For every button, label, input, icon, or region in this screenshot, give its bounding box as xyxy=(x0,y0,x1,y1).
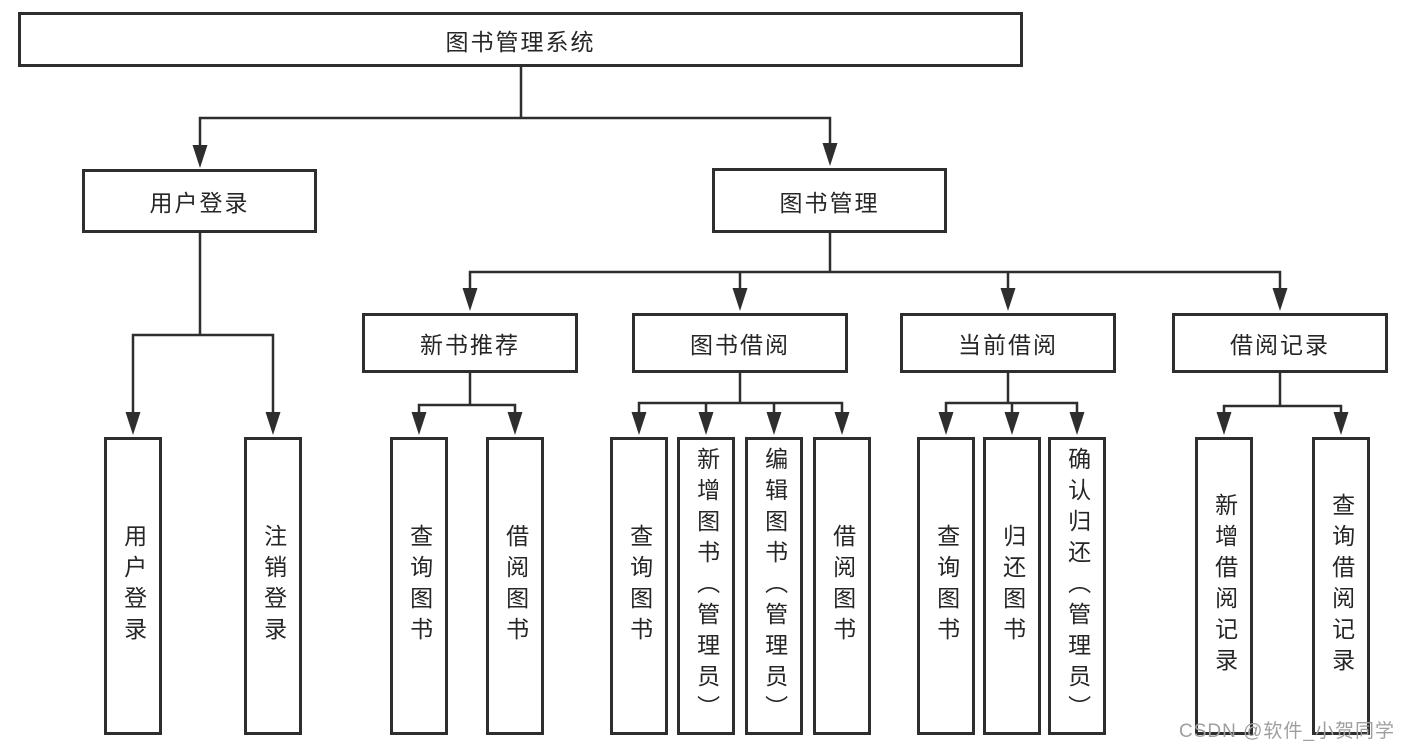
leaf-add-borrow-record: 新增借阅记录 xyxy=(1195,437,1253,735)
node-book-borrow: 图书借阅 xyxy=(632,313,848,373)
arrowhead-icons xyxy=(125,143,1349,435)
node-book-management-label: 图书管理 xyxy=(779,189,880,216)
leaf-user-login: 用户登录 xyxy=(104,437,162,735)
leaf-query-borrow-record-label: 查询借阅记录 xyxy=(1328,493,1355,679)
leaf-logout-label: 注销登录 xyxy=(260,524,287,648)
node-current-borrow-label: 当前借阅 xyxy=(958,332,1058,358)
node-root-label: 图书管理系统 xyxy=(445,28,596,55)
csdn-watermark: CSDN @软件_小贺同学 xyxy=(1179,721,1395,742)
leaf-add-book-admin: 新增图书（管理员） xyxy=(677,437,735,735)
node-borrow-records: 借阅记录 xyxy=(1172,313,1388,373)
leaf-query-book-recommend-label: 查询图书 xyxy=(406,524,433,648)
leaf-query-borrow-record: 查询借阅记录 xyxy=(1312,437,1370,735)
leaf-query-book-borrow: 查询图书 xyxy=(610,437,668,735)
node-book-management: 图书管理 xyxy=(712,168,947,233)
leaf-edit-book-admin: 编辑图书（管理员） xyxy=(745,437,803,735)
node-current-borrow: 当前借阅 xyxy=(900,313,1116,373)
leaf-borrow-book-recommend: 借阅图书 xyxy=(486,437,544,735)
leaf-query-book-current: 查询图书 xyxy=(917,437,975,735)
connector-stems xyxy=(131,65,1343,419)
leaf-borrow-book-label: 借阅图书 xyxy=(829,524,856,648)
leaf-add-borrow-record-label: 新增借阅记录 xyxy=(1211,493,1238,679)
leaf-confirm-return-admin-label: 确认归还（管理员） xyxy=(1064,446,1091,726)
leaf-edit-book-admin-label: 编辑图书（管理员） xyxy=(761,446,788,726)
leaf-borrow-book-recommend-label: 借阅图书 xyxy=(502,524,529,648)
leaf-query-book-recommend: 查询图书 xyxy=(390,437,448,735)
leaf-return-book: 归还图书 xyxy=(983,437,1041,735)
node-book-borrow-label: 图书借阅 xyxy=(690,332,790,358)
leaf-query-book-borrow-label: 查询图书 xyxy=(626,524,653,648)
node-borrow-records-label: 借阅记录 xyxy=(1230,332,1330,358)
leaf-add-book-admin-label: 新增图书（管理员） xyxy=(693,446,720,726)
node-root: 图书管理系统 xyxy=(18,12,1023,67)
leaf-logout: 注销登录 xyxy=(244,437,302,735)
node-user-login-label: 用户登录 xyxy=(149,190,250,216)
leaf-query-book-current-label: 查询图书 xyxy=(933,524,960,648)
leaf-confirm-return-admin: 确认归还（管理员） xyxy=(1048,437,1106,735)
leaf-borrow-book: 借阅图书 xyxy=(813,437,871,735)
node-new-book-recommend-label: 新书推荐 xyxy=(420,332,520,358)
node-new-book-recommend: 新书推荐 xyxy=(362,313,578,373)
node-user-login: 用户登录 xyxy=(82,169,317,233)
leaf-user-login-label: 用户登录 xyxy=(120,524,147,648)
leaf-return-book-label: 归还图书 xyxy=(999,524,1026,648)
